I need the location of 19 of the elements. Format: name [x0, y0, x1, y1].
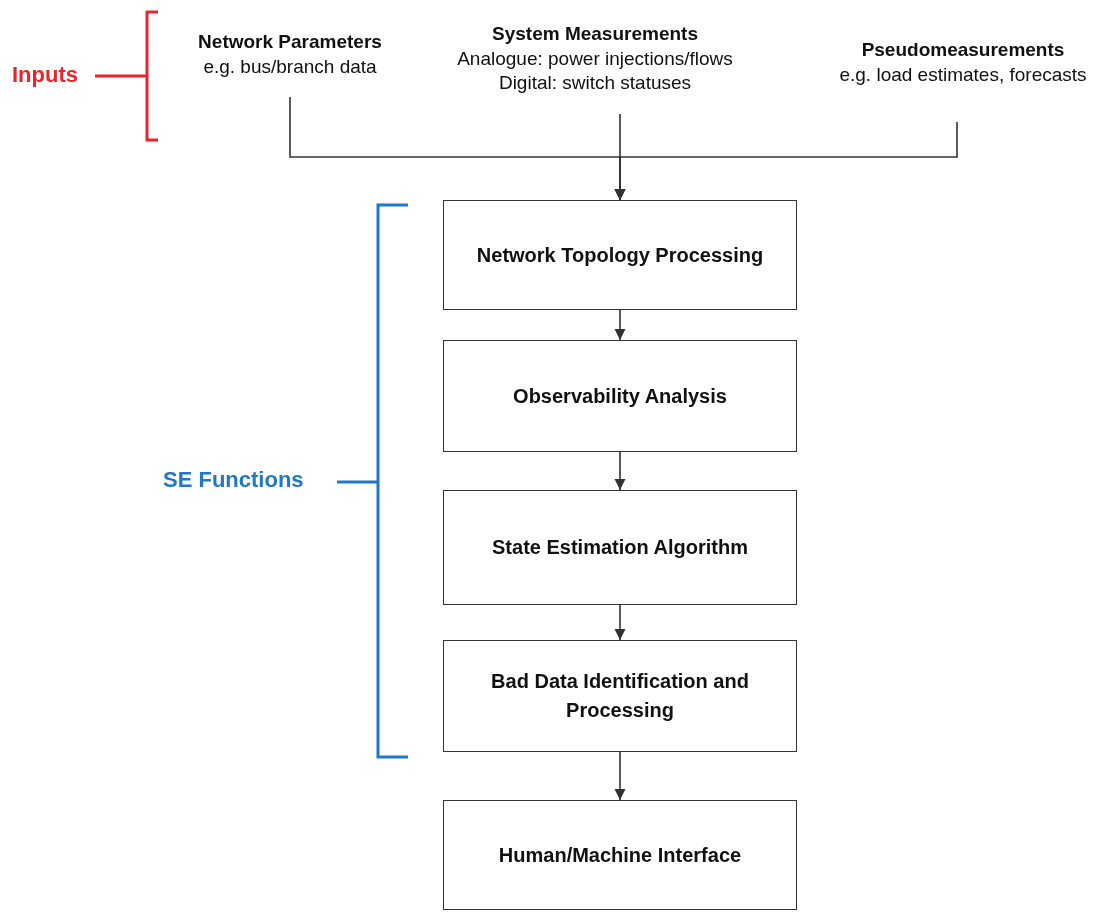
process-box: Observability Analysis — [443, 340, 797, 452]
group-label: SE Functions — [163, 467, 304, 493]
source-heading: Network Parameters — [198, 29, 382, 54]
arrow — [614, 121, 958, 201]
arrow — [614, 309, 626, 341]
process-box: Bad Data Identification and Processing — [443, 640, 797, 752]
group-label: Inputs — [12, 62, 78, 88]
arrow — [614, 604, 626, 641]
source-description: e.g. load estimates, forecasts — [839, 63, 1087, 87]
source-heading: Pseudomeasurements — [861, 38, 1065, 63]
source-description: Digital: switch statuses — [498, 71, 692, 96]
source-description: Analogue: power injections/flows — [457, 46, 733, 71]
source-description: e.g. bus/branch data — [203, 54, 377, 79]
source-heading: System Measurements — [492, 21, 698, 46]
process-box: Human/Machine Interface — [443, 800, 797, 910]
process-box: State Estimation Algorithm — [443, 490, 797, 605]
process-box: Network Topology Processing — [443, 200, 797, 310]
arrow — [614, 751, 626, 801]
arrow — [614, 451, 626, 491]
